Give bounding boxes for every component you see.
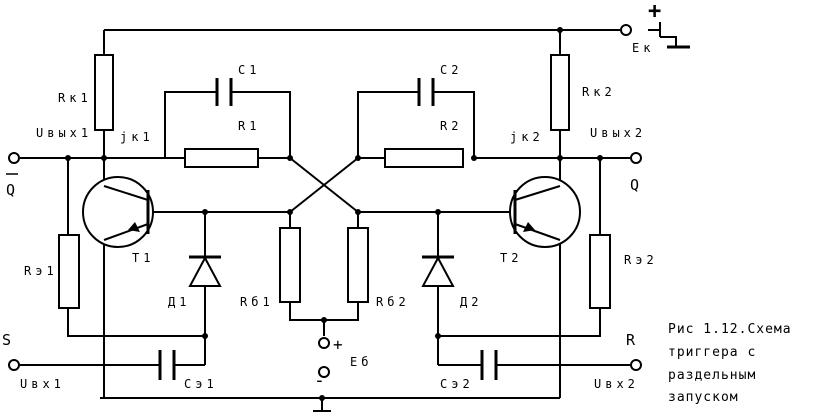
t2-label: Т2	[500, 251, 522, 265]
supply-plus-label: +	[648, 0, 661, 24]
bias-minus-label: -	[314, 370, 325, 391]
input-s-terminal	[8, 359, 20, 371]
supply-terminal	[620, 24, 632, 36]
resistors	[58, 54, 611, 309]
caption-line-1: Рис 1.12.Схема	[668, 322, 792, 337]
uvyh1-label: Uвых1	[36, 126, 92, 140]
s-label: S	[2, 331, 11, 349]
eb-label: Еб	[350, 355, 372, 369]
jk2-label: jк2	[510, 130, 544, 144]
capacitor-ce2	[480, 350, 498, 380]
resistor-r2	[384, 148, 464, 168]
input-r-terminal	[630, 359, 642, 371]
resistor-re2	[589, 234, 611, 309]
capacitor-c1	[208, 78, 240, 106]
ce1-label: Сэ1	[184, 377, 218, 391]
re1-label: Rэ1	[24, 264, 58, 278]
q-label: Q	[630, 176, 639, 194]
bias-minus-terminal	[318, 366, 330, 378]
resistor-rb1	[279, 227, 301, 303]
resistor-re1	[58, 234, 80, 309]
output2-terminal	[630, 152, 642, 164]
c2-label: С2	[440, 63, 462, 77]
output1-terminal	[8, 152, 20, 164]
transistor-t2	[509, 176, 581, 248]
diodes	[188, 255, 455, 287]
bias-plus-label: +	[333, 335, 343, 354]
r1-label: R1	[238, 119, 260, 133]
t1-label: Т1	[132, 251, 154, 265]
resistor-rk2	[550, 54, 570, 131]
capacitor-c2	[410, 78, 442, 106]
capacitor-ce1	[158, 350, 176, 380]
capacitors	[158, 78, 498, 380]
rk2-label: Rк2	[582, 85, 616, 99]
bias-plus-terminal	[318, 337, 330, 349]
caption-line-2: триггера с	[668, 345, 756, 360]
caption-line-4: запуском	[668, 390, 739, 405]
transistor-t1	[82, 176, 154, 248]
re2-label: Rэ2	[624, 253, 658, 267]
uvh1-label: Uвх1	[20, 377, 65, 391]
uvyh2-label: Uвых2	[590, 126, 646, 140]
q-bar-label: Q	[6, 173, 18, 199]
d1-label: Д1	[168, 295, 190, 309]
ek-label: Ек	[632, 41, 654, 55]
component-labels: + Ек Rк1 Rк2 С1 С2 R1 R2 jк1 jк2 Uвых1 U…	[2, 0, 661, 391]
figure-caption: Рис 1.12.Схема триггера с раздельным зап…	[668, 322, 792, 405]
caption-line-3: раздельным	[668, 368, 756, 383]
c1-label: С1	[238, 63, 260, 77]
rb1-label: Rб1	[240, 295, 274, 309]
d2-label: Д2	[460, 295, 482, 309]
r2-label: R2	[440, 119, 462, 133]
ce2-label: Сэ2	[440, 377, 474, 391]
resistor-rb2	[347, 227, 369, 303]
diode-d1	[188, 255, 222, 287]
rk1-label: Rк1	[58, 91, 92, 105]
supply-symbol	[648, 22, 690, 49]
diode-d2	[421, 255, 455, 287]
wires	[20, 29, 630, 412]
jk1-label: jк1	[120, 130, 154, 144]
q-bar-text: Q	[6, 181, 15, 199]
resistor-rk1	[94, 54, 114, 131]
junction-dots	[65, 27, 603, 401]
rb2-label: Rб2	[376, 295, 410, 309]
r-label: R	[626, 331, 636, 349]
resistor-r1	[184, 148, 259, 168]
uvh2-label: Uвх2	[594, 377, 639, 391]
terminals	[8, 24, 642, 378]
